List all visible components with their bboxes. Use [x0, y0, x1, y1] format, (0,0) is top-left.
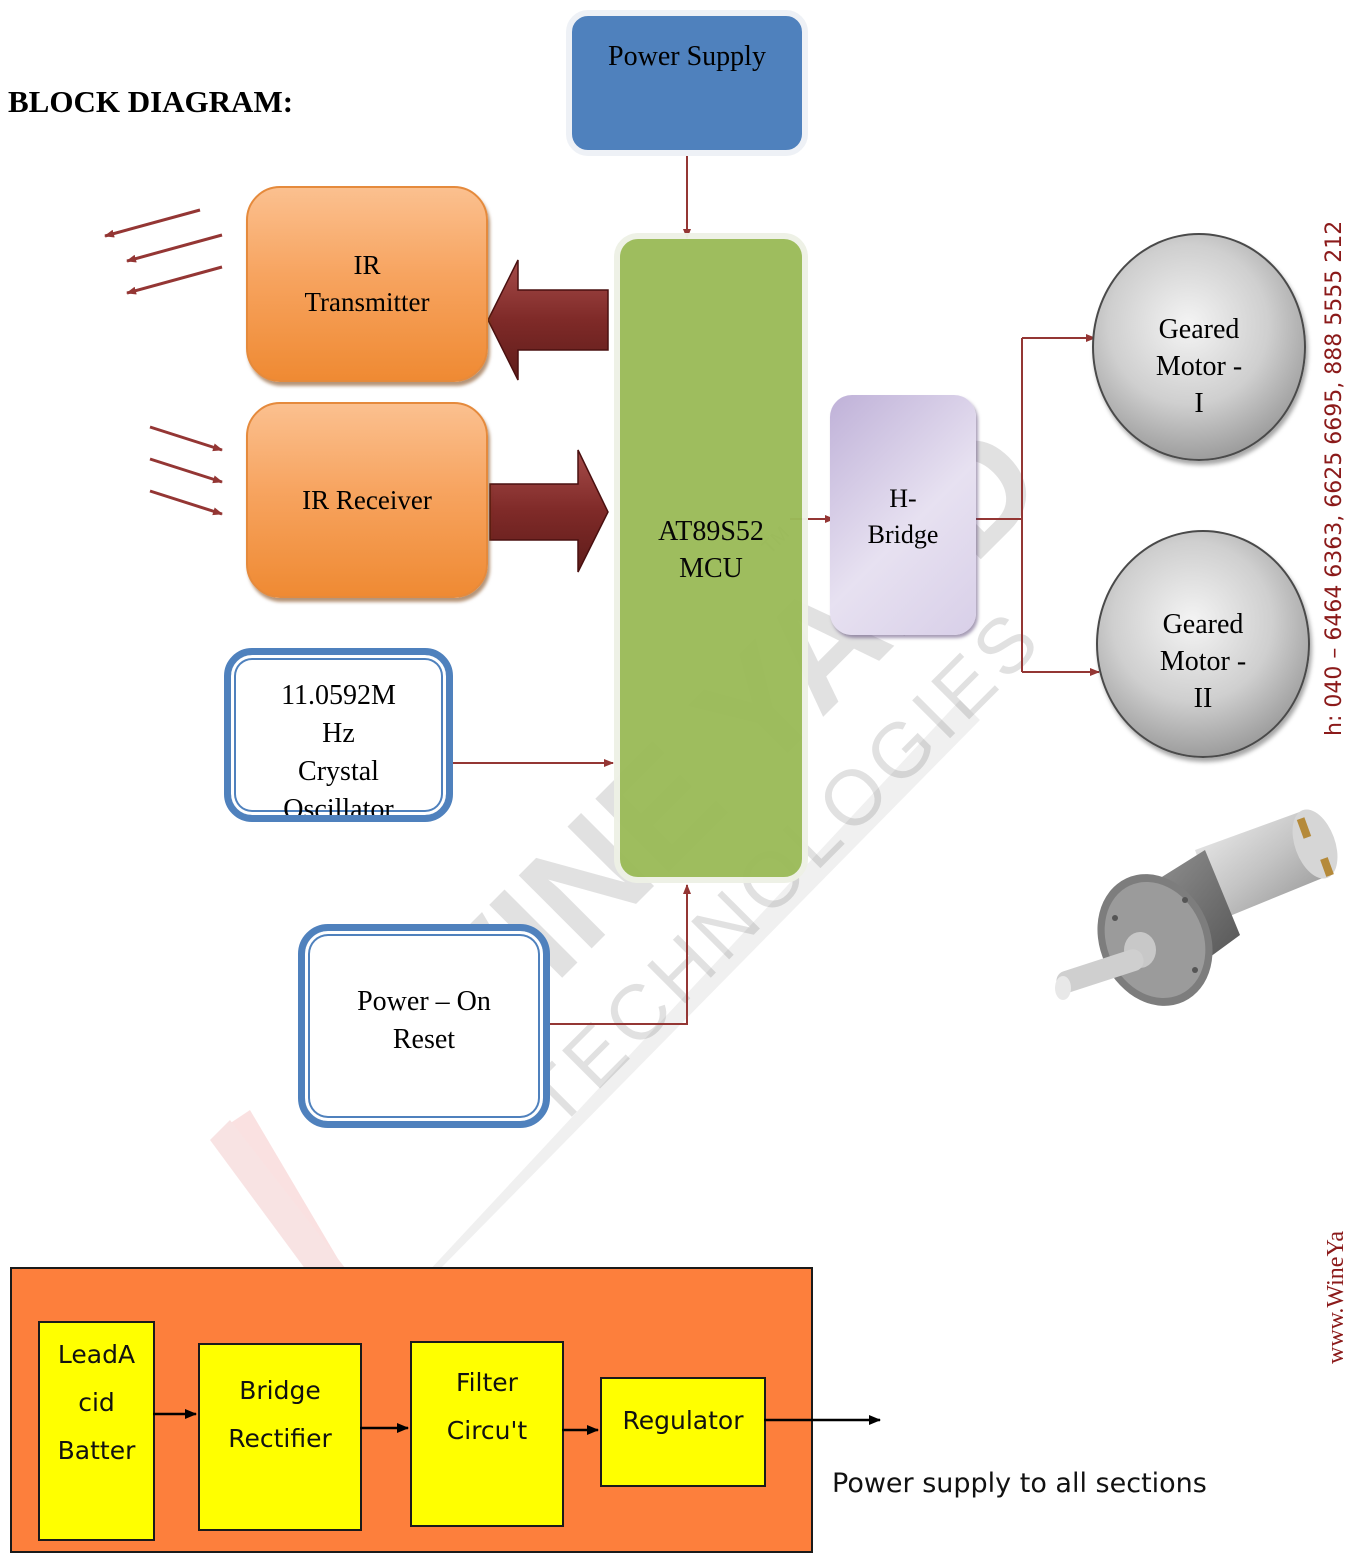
ir-tx-beam — [127, 235, 222, 261]
ir-tx-beam — [105, 210, 200, 236]
ir-tx-beam — [127, 267, 222, 293]
ir-transmitter-label: IR Transmitter — [304, 247, 429, 321]
mcu-block: AT89S52 MCU — [614, 233, 808, 883]
arrow-ir-receiver-to-mcu — [490, 450, 608, 572]
power-on-reset-block: Power – On Reset — [298, 924, 550, 1128]
website-text: www.WineYa — [1323, 1231, 1350, 1364]
geared-motor-image — [1045, 800, 1345, 1040]
ir-rx-beam — [150, 459, 222, 482]
geared-motor-2-block: Geared Motor - II — [1096, 530, 1310, 758]
ir-rx-beam — [150, 427, 222, 450]
power-supply-chain-panel: LeadA cid Batter Bridge Rectifier Filter… — [10, 1267, 813, 1553]
page-heading: BLOCK DIAGRAM: — [8, 84, 293, 120]
geared-motor-1-block: Geared Motor - I — [1092, 233, 1306, 461]
power-supply-block: Power Supply — [566, 10, 808, 156]
power-on-reset-label: Power – On Reset — [357, 983, 491, 1059]
mcu-label: AT89S52 MCU — [658, 513, 764, 587]
crystal-oscillator-label: 11.0592M Hz Crystal Oscillator — [281, 677, 396, 822]
bridge-rectifier-block: Bridge Rectifier — [198, 1343, 362, 1531]
power-supply-label: Power Supply — [608, 38, 766, 75]
filter-circuit-block: Filter Circu't — [410, 1341, 564, 1527]
lead-acid-battery-block: LeadA cid Batter — [38, 1321, 155, 1541]
crystal-oscillator-block: 11.0592M Hz Crystal Oscillator — [224, 648, 453, 822]
ir-receiver-block: IR Receiver — [246, 402, 488, 598]
h-bridge-label: H- Bridge — [868, 481, 939, 553]
ir-transmitter-block: IR Transmitter — [246, 186, 488, 382]
ir-receiver-label: IR Receiver — [302, 482, 432, 519]
ir-rx-beam — [150, 491, 222, 514]
arrow-reset-to-mcu — [540, 885, 687, 1024]
power-supply-output-label: Power supply to all sections — [832, 1468, 1207, 1499]
arrow-mcu-to-ir-transmitter — [488, 260, 608, 380]
regulator-block: Regulator — [600, 1377, 766, 1487]
contact-phone-text: h: 040 – 6464 6363, 6625 6695, 888 5555 … — [1322, 221, 1347, 736]
geared-motor-1-label: Geared Motor - I — [1156, 311, 1242, 422]
geared-motor-2-label: Geared Motor - II — [1160, 606, 1246, 717]
h-bridge-block: H- Bridge — [830, 395, 976, 635]
